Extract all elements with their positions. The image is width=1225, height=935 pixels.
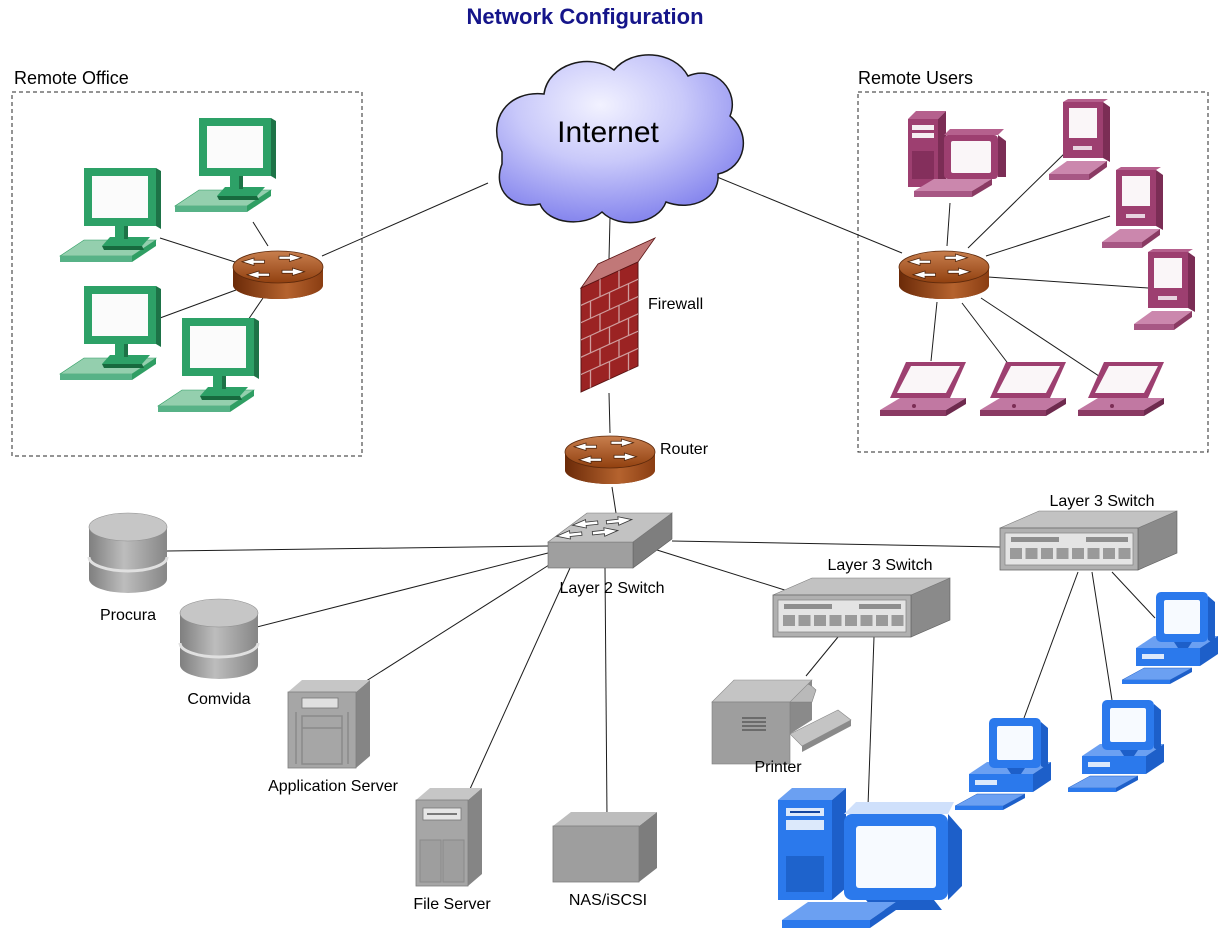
office-workstation-icon	[59, 167, 162, 263]
office-workstation-icon	[174, 117, 277, 213]
office-workstation-icon	[157, 317, 260, 413]
procura-label: Procura	[100, 607, 156, 624]
lan-workstation-icon	[1121, 591, 1219, 685]
layer2-switch-icon	[548, 513, 672, 568]
lan-workstation-large-icon	[777, 787, 963, 929]
nas-label: NAS/iSCSI	[569, 892, 647, 909]
nas-iscsi-icon	[552, 811, 658, 883]
procura-database-icon	[87, 511, 169, 595]
cloud-shape	[496, 54, 745, 224]
firewall-icon	[579, 237, 657, 393]
remote-office-router-icon	[233, 251, 323, 299]
lan-workstation-icon	[1067, 699, 1165, 793]
internet-cloud: Internet	[496, 54, 745, 224]
layer3-switch-right-label: Layer 3 Switch	[1050, 493, 1155, 510]
remote-users-box	[857, 91, 1209, 453]
application-server-label: Application Server	[268, 778, 399, 795]
remote-users-router-icon	[899, 251, 989, 299]
comvida-label: Comvida	[187, 691, 250, 708]
printer-icon	[711, 679, 852, 765]
layer3-switch-right-icon	[999, 510, 1178, 571]
office-workstation-icon	[59, 285, 162, 381]
remote-user-laptop-icon	[1078, 362, 1164, 416]
remote-user-computer-icon	[1049, 99, 1110, 180]
remote-user-laptop-icon	[980, 362, 1066, 416]
layer3-switch-mid-label: Layer 3 Switch	[828, 557, 933, 574]
printer-label: Printer	[754, 759, 802, 776]
remote-office-label: Remote Office	[14, 68, 129, 88]
comvida-database-icon	[178, 597, 260, 681]
layer3-switch-mid-icon	[772, 577, 951, 638]
connector-lines	[159, 151, 1156, 819]
remote-user-laptop-icon	[880, 362, 966, 416]
remote-office-box	[11, 91, 363, 457]
router-label: Router	[660, 441, 709, 458]
application-server-icon	[287, 679, 371, 769]
file-server-label: File Server	[413, 896, 491, 913]
page-title: Network Configuration	[466, 4, 703, 29]
remote-user-computer-icon	[1102, 167, 1163, 248]
remote-user-computer-icon	[1134, 249, 1195, 330]
internet-label: Internet	[557, 116, 659, 149]
lan-workstation-icon	[954, 717, 1052, 811]
remote-user-desktop-icon	[908, 111, 1006, 197]
firewall-label: Firewall	[648, 296, 703, 313]
layer2-switch-label: Layer 2 Switch	[560, 580, 665, 597]
core-router-icon	[565, 436, 655, 484]
remote-users-label: Remote Users	[858, 68, 973, 88]
file-server-icon	[415, 787, 483, 887]
